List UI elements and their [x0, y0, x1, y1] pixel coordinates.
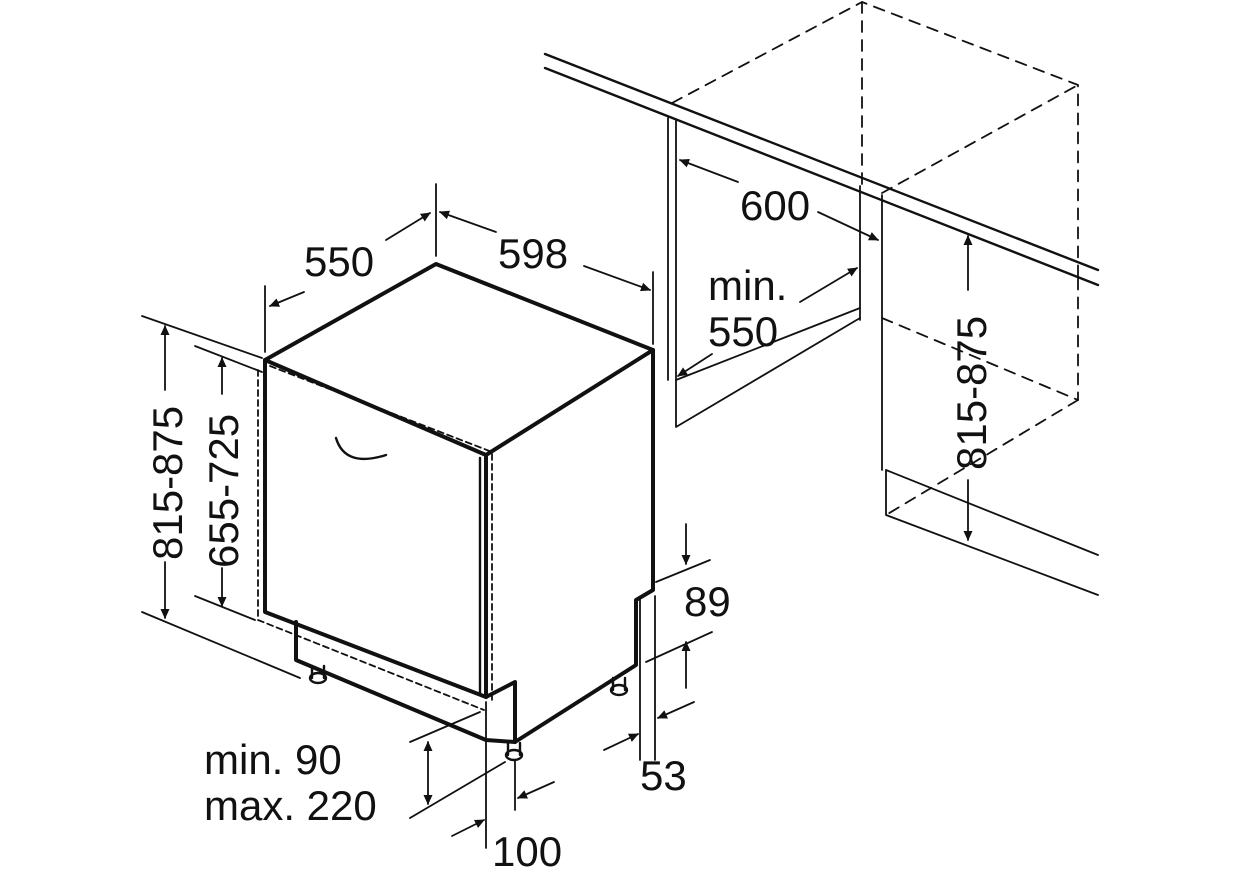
plinth-height-dimension: min. 90 max. 220: [204, 736, 433, 829]
width-dimension: 598: [439, 210, 651, 292]
height-label: 815-875: [144, 406, 191, 560]
door-offset-label: 100: [492, 828, 562, 875]
niche-height-dimension: 815-875: [948, 235, 995, 541]
niche-depth-min-label: min.: [708, 262, 787, 309]
plinth-height-max-label: max. 220: [204, 782, 377, 829]
door-height-dimension: 655-725: [200, 357, 247, 607]
niche-height-label: 815-875: [948, 316, 995, 470]
foot-offset-dimension: 53: [603, 701, 695, 799]
door-handle: [334, 436, 388, 461]
door-panel-outline: [257, 365, 493, 711]
feet: [308, 664, 629, 762]
niche-width-dimension: 600: [679, 158, 879, 241]
plinth-height-min-label: min. 90: [204, 736, 342, 783]
niche-width-label: 600: [740, 182, 810, 229]
dishwasher-body: [263, 262, 655, 744]
width-label: 598: [498, 230, 568, 277]
niche-depth-value-label: 550: [708, 308, 778, 355]
door-offset-dimension: 100: [451, 781, 562, 875]
niche-outline: [543, 1, 1100, 596]
depth-label: 550: [304, 238, 374, 285]
plinth-gap-dimension: 89: [681, 523, 731, 689]
niche-depth-dimension: min. 550: [677, 262, 858, 377]
depth-dimension: 550: [269, 212, 431, 307]
foot-offset-label: 53: [640, 752, 687, 799]
extension-lines: [141, 183, 713, 849]
plinth-gap-label: 89: [684, 578, 731, 625]
height-dimension: 815-875: [144, 325, 191, 619]
door-height-label: 655-725: [200, 414, 247, 568]
